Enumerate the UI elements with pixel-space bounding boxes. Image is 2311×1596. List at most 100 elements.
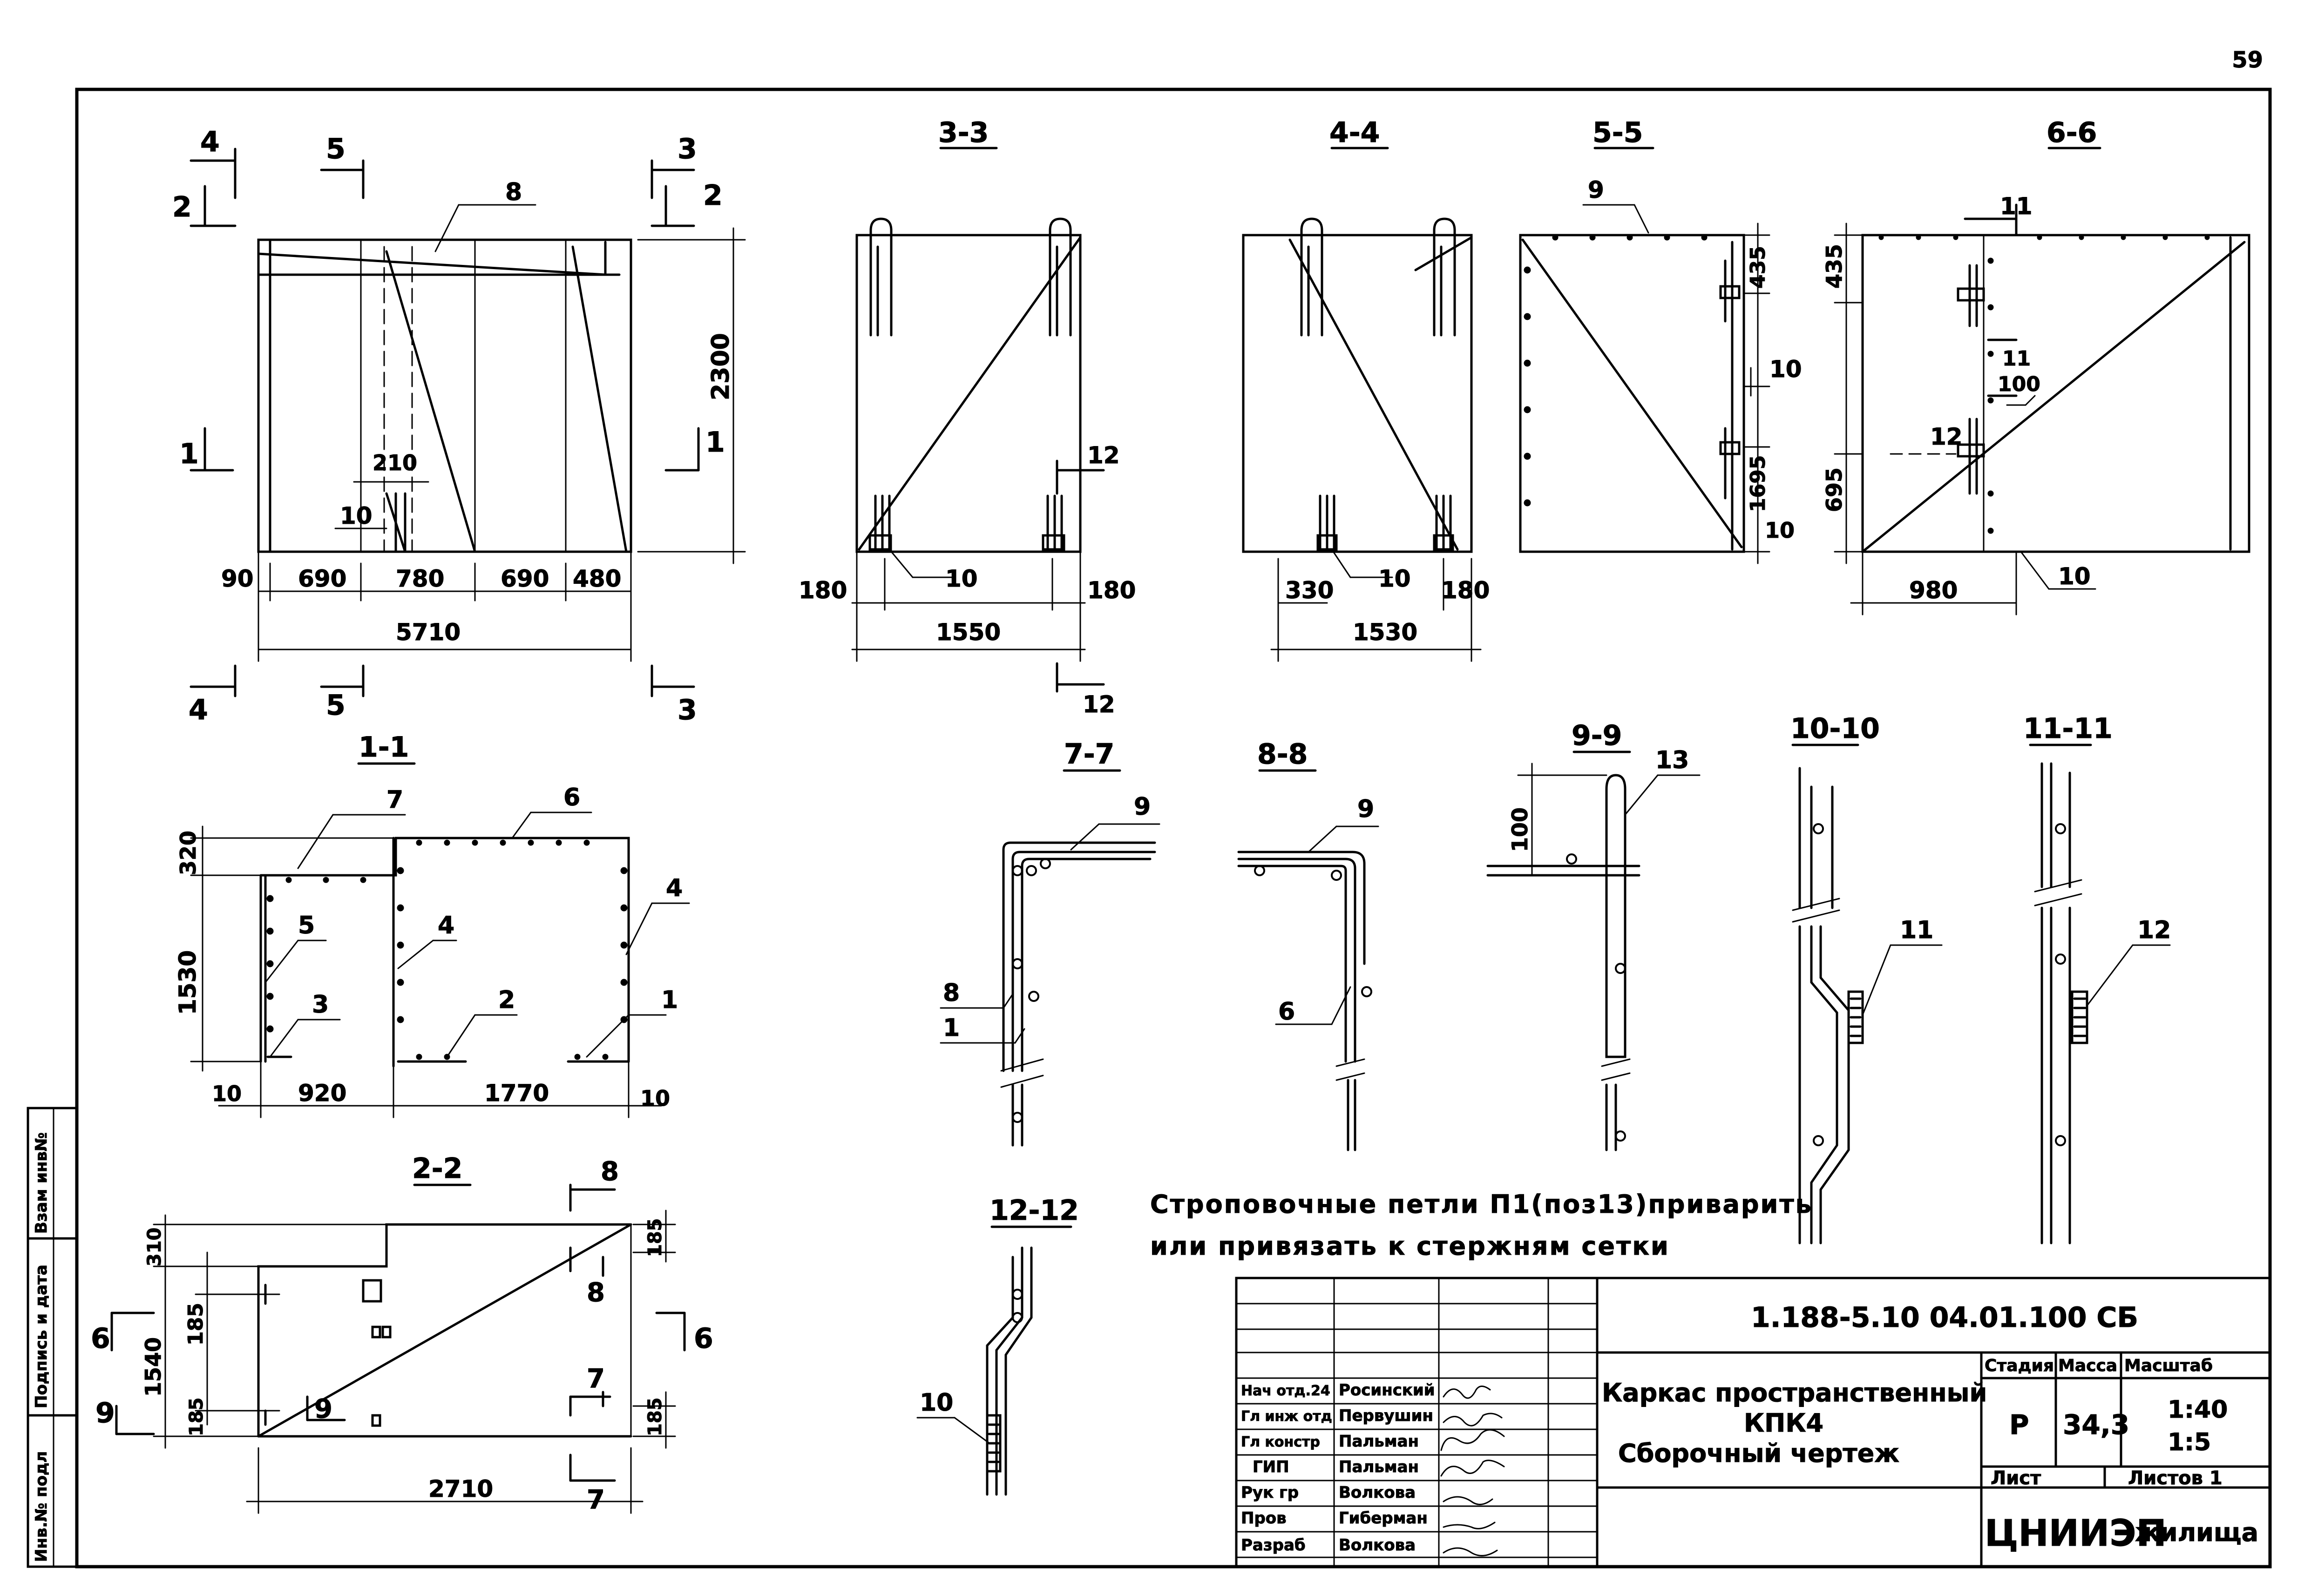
section-1-1-dim-10b: 10 xyxy=(640,1086,670,1111)
section-3-3-dim-total: 1550 xyxy=(936,619,1001,646)
plan-dim-480: 480 xyxy=(573,565,621,592)
drawing-name-line2: КПК4 xyxy=(1744,1408,1823,1438)
staff-name-3: Пальман xyxy=(1339,1458,1419,1476)
section-5-5-pos10b: 10 xyxy=(1765,518,1795,543)
section-9-9-rebar-dots xyxy=(1566,853,1626,1142)
section-3-3-pos12b: 12 xyxy=(1083,691,1115,718)
section-9-9 xyxy=(1486,751,1701,1151)
plan-pos-10: 10 xyxy=(340,502,373,529)
section-2-2-title: 2-2 xyxy=(412,1152,462,1185)
plan-marker-2-right: 2 xyxy=(703,179,723,212)
section-2-2-marker-7a: 7 xyxy=(587,1364,605,1394)
section-8-8-title: 8-8 xyxy=(1257,738,1308,771)
section-1-1-pos7: 7 xyxy=(386,786,403,814)
drawing-name-line1: Каркас пространственный xyxy=(1602,1378,1987,1407)
section-10-10 xyxy=(1791,744,1943,1244)
section-1-1-dim-1770: 1770 xyxy=(484,1080,549,1107)
plan-pos-8: 8 xyxy=(505,178,522,206)
section-3-3-dim-left: 180 xyxy=(799,577,847,604)
plan-marker-5-bottom: 5 xyxy=(326,689,346,722)
section-9-9-title: 9-9 xyxy=(1572,719,1622,752)
section-9-9-pos13: 13 xyxy=(1655,746,1689,774)
drawing-code: 1.188-5.10 04.01.100 СБ xyxy=(1751,1301,2138,1334)
section-4-4-dim-left: 330 xyxy=(1285,577,1334,604)
value-scale-2: 1:5 xyxy=(2168,1428,2211,1456)
section-4-4 xyxy=(1242,147,1482,662)
section-8-8-rebar-dots xyxy=(1254,865,1372,997)
section-2-2-dim-1540: 1540 xyxy=(141,1337,166,1397)
note-line-2: или привязать к стержням сетки xyxy=(1150,1231,1670,1261)
page-number: 59 xyxy=(2232,47,2263,73)
section-6-6-pos11a: 11 xyxy=(2000,193,2033,220)
staff-role-5: Пров xyxy=(1241,1509,1287,1528)
section-3-3-title: 3-3 xyxy=(938,116,989,149)
section-8-8-pos6: 6 xyxy=(1278,998,1295,1026)
section-6-6-dim-435: 435 xyxy=(1822,244,1847,289)
header-scale: Масштаб xyxy=(2124,1356,2213,1375)
section-2-2-marker-7b: 7 xyxy=(587,1485,605,1515)
section-12-12-pos10: 10 xyxy=(920,1389,953,1417)
section-1-1-pos4a: 4 xyxy=(438,912,454,940)
value-scale-1: 1:40 xyxy=(2168,1396,2228,1424)
section-7-7-pos1: 1 xyxy=(943,1014,960,1042)
section-10-10-rebar-dots xyxy=(1813,823,1824,1146)
section-6-6 xyxy=(1834,147,2250,615)
section-6-6-pos10: 10 xyxy=(2058,563,2091,590)
section-10-10-title: 10-10 xyxy=(1790,712,1880,745)
drawing-name-line3: Сборочный чертеж xyxy=(1618,1439,1899,1468)
section-2-2-marker-9a: 9 xyxy=(95,1397,115,1429)
plan-dim-690b: 690 xyxy=(501,565,549,592)
section-3-3-pos12: 12 xyxy=(1087,442,1120,469)
plan-dim-5710: 5710 xyxy=(396,619,461,646)
staff-name-2: Пальман xyxy=(1339,1432,1419,1451)
section-5-5 xyxy=(1519,147,1770,564)
value-stage: Р xyxy=(2009,1409,2029,1440)
section-1-1-dim-1530: 1530 xyxy=(174,950,201,1015)
section-2-2-marker-6a: 6 xyxy=(91,1322,110,1355)
sheets-total: Листов 1 xyxy=(2128,1468,2223,1489)
section-9-9-dim-100: 100 xyxy=(1507,807,1532,852)
section-7-7-title: 7-7 xyxy=(1064,738,1114,771)
section-5-5-pos10a: 10 xyxy=(1769,356,1802,383)
section-12-12-title: 12-12 xyxy=(989,1194,1079,1227)
org-name-small: жилища xyxy=(2135,1518,2258,1547)
section-4-4-title: 4-4 xyxy=(1329,116,1380,149)
section-1-1-dim-320: 320 xyxy=(176,831,201,875)
section-3-3-pos10: 10 xyxy=(945,565,978,592)
staff-role-4: Рук гр xyxy=(1241,1483,1299,1502)
section-2-2 xyxy=(110,1183,686,1514)
plan-marker-5-top: 5 xyxy=(326,133,346,165)
section-11-11-pos12: 12 xyxy=(2137,916,2171,944)
section-1-1-title: 1-1 xyxy=(359,731,409,764)
staff-name-0: Росинский xyxy=(1339,1381,1435,1400)
org-name-big: ЦНИИЭП xyxy=(1985,1513,2167,1555)
staff-role-3: ГИП xyxy=(1253,1458,1289,1476)
section-1-1 xyxy=(190,762,690,1118)
section-2-2-dim-185d: 185 xyxy=(644,1398,666,1437)
header-stage: Стадия xyxy=(1985,1356,2054,1375)
plan-marker-1-right: 1 xyxy=(705,426,725,459)
plan-marker-3-top: 3 xyxy=(678,133,697,165)
section-12-12 xyxy=(916,1225,1072,1496)
title-block xyxy=(1235,1277,2271,1568)
section-6-6-title: 6-6 xyxy=(2047,116,2097,149)
staff-role-1: Гл инж отд xyxy=(1241,1408,1332,1425)
plan-dim-90: 90 xyxy=(221,565,254,592)
section-11-11 xyxy=(2029,744,2171,1244)
section-3-3 xyxy=(851,147,1105,693)
section-1-1-pos2: 2 xyxy=(498,986,515,1014)
stamp-vzam-inv: Взам инв№ xyxy=(32,1132,51,1234)
section-11-11-rebar-dots xyxy=(2055,823,2066,1146)
section-12-12-rebar-dots xyxy=(1012,1289,1023,1323)
section-3-3-dim-right: 180 xyxy=(1087,577,1136,604)
section-2-2-dim-185b: 185 xyxy=(186,1398,207,1437)
section-2-2-dim-310: 310 xyxy=(144,1228,165,1267)
section-5-5-pos9: 9 xyxy=(1588,176,1604,203)
section-6-6-rebar-dots xyxy=(1878,235,2210,534)
staff-name-5: Гиберман xyxy=(1339,1509,1428,1528)
section-1-1-pos5: 5 xyxy=(298,912,315,940)
section-6-6-pos11b: 11 xyxy=(2002,347,2031,371)
plan-dim-210: 210 xyxy=(373,450,417,475)
section-6-6-dim-980: 980 xyxy=(1909,577,1958,604)
stamp-inv-podl: Инв.№ подл xyxy=(32,1451,51,1562)
